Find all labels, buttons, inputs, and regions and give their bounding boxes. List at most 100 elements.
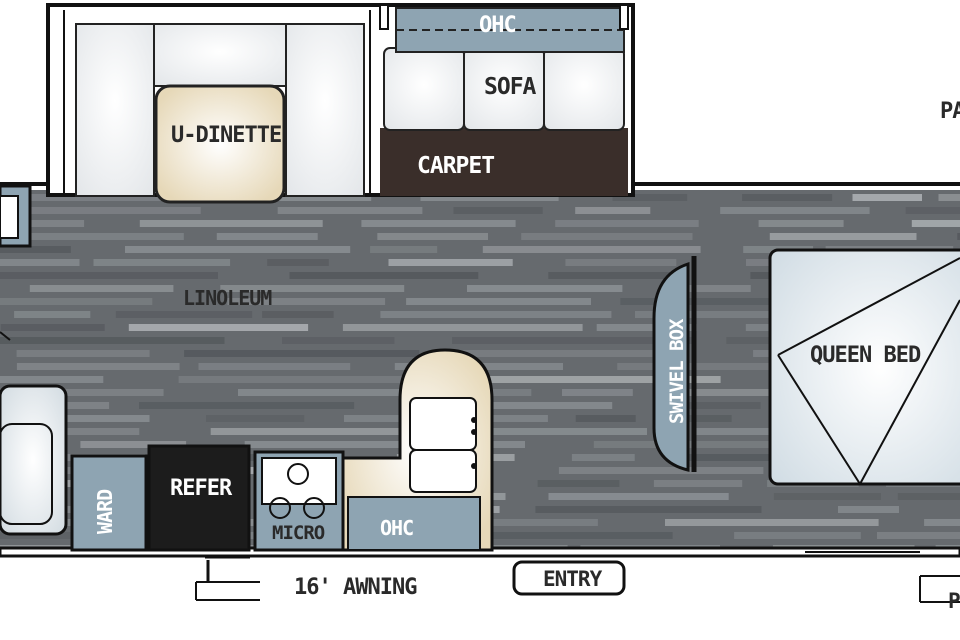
- label-carpet: CARPET: [417, 153, 495, 179]
- floor-plank: [468, 389, 532, 396]
- floor-plank: [452, 337, 695, 344]
- floor-plank: [0, 376, 104, 383]
- floor-plank: [93, 259, 231, 266]
- floor-plank: [380, 311, 612, 318]
- floor-plank: [467, 285, 623, 292]
- floor-plank: [575, 207, 651, 214]
- floor-plank: [9, 194, 177, 201]
- label-refer: REFER: [170, 476, 232, 501]
- floor-plank: [537, 480, 620, 487]
- entry-tag: [512, 560, 626, 596]
- floor-plank: [838, 506, 899, 513]
- floor-plank: [227, 298, 386, 305]
- floor-plank: [905, 207, 960, 214]
- floor-plank: [957, 233, 960, 240]
- floor-plank: [720, 207, 870, 214]
- floor-plank: [575, 415, 636, 422]
- floor-plank: [773, 493, 881, 500]
- label-u-dinette: U-DINETTE: [171, 123, 282, 148]
- floor-plank: [198, 363, 351, 370]
- floor-plank: [471, 376, 721, 383]
- floor-plank: [289, 272, 479, 279]
- floor-plank: [742, 194, 833, 201]
- floor-plank: [16, 363, 180, 370]
- floor-plank: [0, 246, 71, 253]
- overhead-cabinet-bottom: [347, 496, 481, 551]
- floor-plank: [911, 220, 960, 227]
- floor-plank: [548, 272, 688, 279]
- floor-plank: [612, 194, 688, 201]
- floor-plank: [282, 337, 395, 344]
- floor-plank: [635, 311, 770, 318]
- dinette-bench-left: [75, 23, 155, 197]
- floor-plank: [652, 402, 761, 409]
- label-ohc-bottom: OHC: [380, 516, 414, 540]
- floor-plank: [244, 441, 426, 448]
- floor-plank: [938, 194, 960, 201]
- swivel-box: [652, 256, 697, 472]
- floor-plank: [184, 350, 420, 357]
- floor-plank: [562, 389, 633, 396]
- wardrobe: [70, 454, 148, 552]
- door-swing-hint: [0, 331, 11, 341]
- floor-plank: [665, 519, 879, 526]
- floor-plank: [734, 532, 861, 539]
- kitchen-sink: [409, 397, 477, 493]
- floor-plank: [267, 259, 329, 266]
- floor-plank: [262, 311, 334, 318]
- carpet-area: [380, 128, 628, 196]
- floor-plank: [458, 350, 683, 357]
- floor-plank: [370, 246, 438, 253]
- floor-plank: [0, 337, 225, 344]
- floor-plank: [535, 506, 762, 513]
- floor-plank: [0, 272, 219, 279]
- label-micro: MICRO: [272, 522, 325, 544]
- floor-plank: [115, 311, 253, 318]
- overhead-cabinet-top: [395, 7, 625, 53]
- label-partial-right-top: PA: [940, 99, 960, 124]
- floor-plank: [388, 259, 513, 266]
- floor-plank: [558, 467, 764, 474]
- kitchen-counter: [341, 348, 494, 552]
- floor-plank: [16, 350, 150, 357]
- dinette-bench-back: [153, 23, 287, 87]
- sofa: [383, 47, 625, 131]
- floor-plank: [453, 207, 543, 214]
- label-sofa: SOFA: [484, 74, 536, 100]
- floor-plank: [18, 233, 184, 240]
- floor-plank: [35, 428, 140, 435]
- label-linoleum: LINOLEUM: [183, 286, 272, 310]
- floor-plank: [406, 298, 591, 305]
- floor-plank: [377, 233, 488, 240]
- floor-plank: [277, 207, 423, 214]
- floor-plank: [13, 207, 201, 214]
- label-awning: 16' AWNING: [294, 575, 417, 600]
- refrigerator: [147, 444, 251, 552]
- floor-plank: [596, 324, 697, 331]
- label-queen-bed: QUEEN BED: [810, 343, 921, 368]
- floor-plank: [361, 220, 516, 227]
- floor-plank: [238, 389, 412, 396]
- floor-plank: [178, 376, 405, 383]
- floor-plank: [441, 532, 673, 539]
- floor-plank: [521, 233, 693, 240]
- floor-plank: [0, 298, 153, 305]
- stove: [253, 450, 345, 552]
- floor-plank: [206, 415, 305, 422]
- floor-plank: [342, 324, 583, 331]
- floor-plank: [128, 324, 309, 331]
- floor-plank: [424, 402, 613, 409]
- floor-plank: [0, 389, 164, 396]
- dinette-table: [154, 84, 286, 204]
- floor-plank: [436, 428, 647, 435]
- queen-bed: [768, 248, 960, 486]
- floor-plank: [216, 233, 318, 240]
- floor-plank: [9, 415, 150, 422]
- floor-plank: [924, 519, 960, 526]
- label-ward: WARD: [93, 489, 117, 534]
- floor-plank: [14, 311, 91, 318]
- label-partial-right-bottom: P: [948, 589, 960, 613]
- floor-plank: [680, 285, 751, 292]
